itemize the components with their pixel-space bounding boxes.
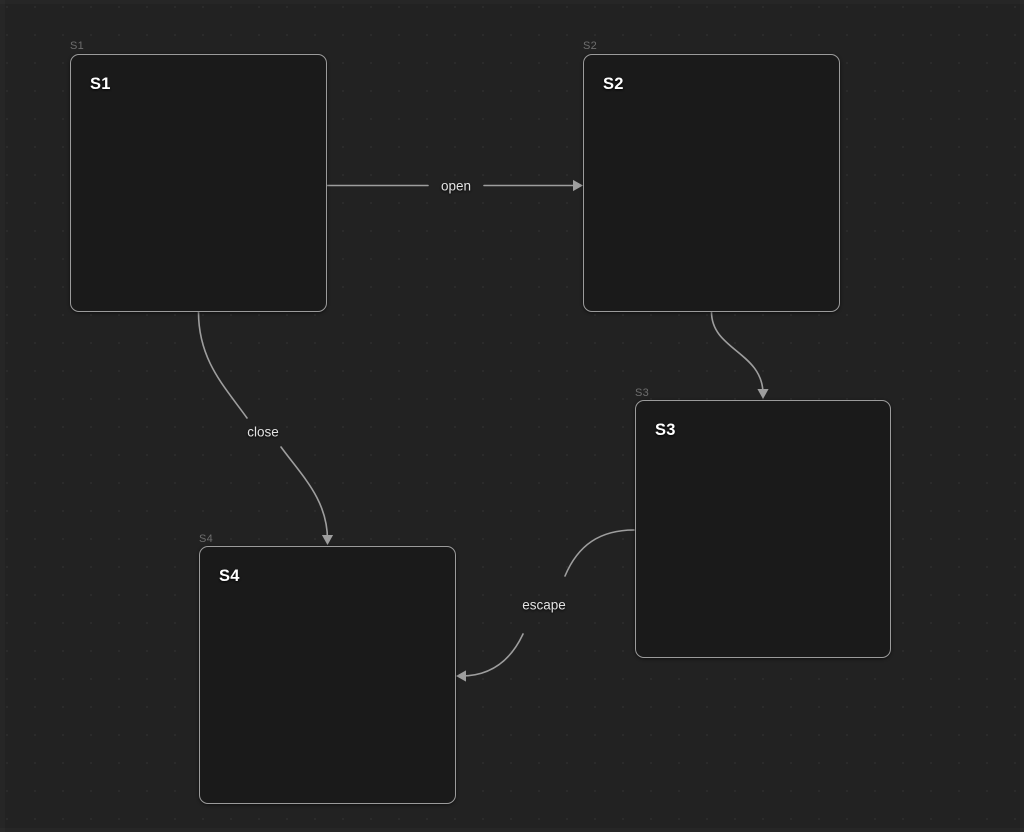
node-s4[interactable]: S4 xyxy=(199,546,456,804)
node-s2[interactable]: S2 xyxy=(583,54,840,312)
node-tag-s3: S3 xyxy=(635,387,650,399)
edge-escape-arrowhead-icon xyxy=(456,670,466,682)
edge-s2-s3-path-0 xyxy=(710,311,764,395)
node-title-s3: S3 xyxy=(655,421,676,439)
node-tag-s1: S1 xyxy=(70,40,85,52)
edge-escape-path-1 xyxy=(460,633,524,677)
node-tag-s4: S4 xyxy=(199,533,214,545)
canvas-edge-top xyxy=(0,0,1024,4)
node-title-s4: S4 xyxy=(219,567,240,585)
edge-close-path-0 xyxy=(197,311,248,419)
canvas-edge-bottom xyxy=(0,828,1024,832)
node-s1[interactable]: S1 xyxy=(70,54,327,312)
edge-close-path-1 xyxy=(280,446,329,541)
edge-open-arrowhead-icon xyxy=(573,179,583,192)
node-title-s1: S1 xyxy=(90,75,111,93)
edge-label-close[interactable]: close xyxy=(247,424,279,440)
edge-s2-s3-arrowhead-icon xyxy=(757,389,769,399)
edge-close-arrowhead-icon xyxy=(321,535,334,545)
canvas-edge-right xyxy=(1020,0,1024,832)
node-s3[interactable]: S3 xyxy=(635,400,891,658)
edge-s2-s3[interactable] xyxy=(710,311,769,399)
edge-label-open[interactable]: open xyxy=(440,178,472,194)
edge-escape-path-0 xyxy=(564,529,635,577)
canvas-edge-left xyxy=(0,0,5,832)
node-title-s2: S2 xyxy=(603,75,624,93)
edge-label-escape[interactable]: escape xyxy=(522,597,566,613)
node-tag-s2: S2 xyxy=(583,40,598,52)
